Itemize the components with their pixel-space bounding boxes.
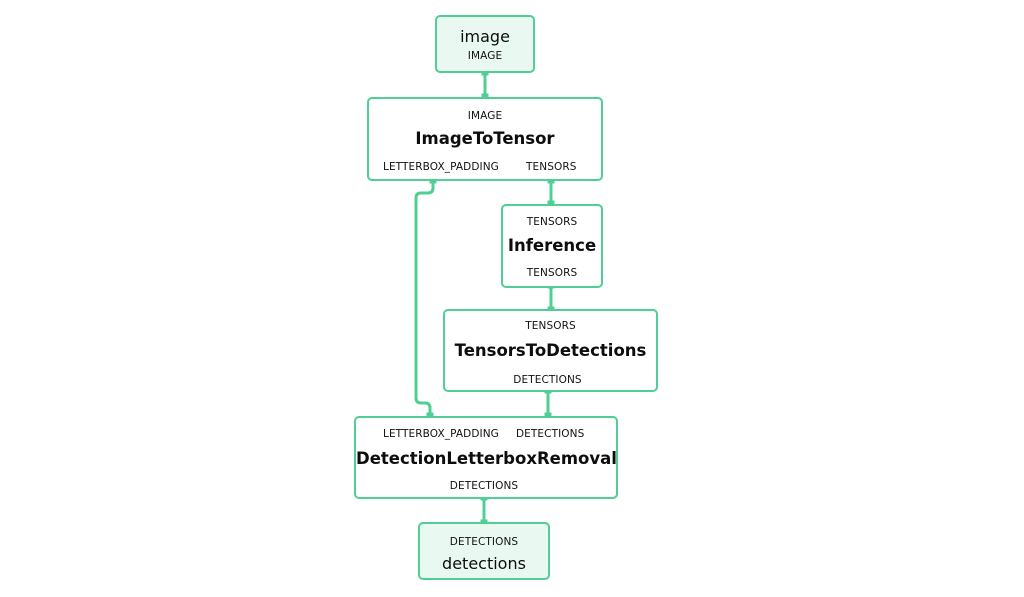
node-image-to-tensor-tensors-label: TENSORS [526, 161, 577, 173]
node-image[interactable]: image IMAGE [435, 15, 535, 73]
node-inference[interactable]: TENSORS Inference TENSORS [501, 204, 603, 288]
node-detections[interactable]: DETECTIONS detections [418, 522, 550, 580]
node-image-output-label: IMAGE [467, 50, 503, 62]
node-image-title: image [460, 27, 510, 46]
node-inference-title: Inference [507, 236, 597, 255]
node-letterbox-removal-output-label: DETECTIONS [449, 480, 519, 492]
node-inference-input-label: TENSORS [526, 216, 578, 228]
node-letterbox-removal-title: DetectionLetterboxRemoval [356, 449, 617, 468]
node-image-to-tensor-input-label: IMAGE [467, 110, 503, 122]
node-detections-title: detections [442, 554, 526, 573]
node-detections-input-label: DETECTIONS [449, 536, 519, 548]
node-letterbox-removal-detections-input-label: DETECTIONS [516, 428, 585, 440]
edge-letterbox-padding [414, 178, 435, 418]
node-image-to-tensor-padding-label: LETTERBOX_PADDING [383, 161, 499, 173]
node-tensors-to-detections-input-label: TENSORS [525, 320, 576, 332]
node-image-to-tensor-title: ImageToTensor [415, 129, 555, 148]
node-detection-letterbox-removal[interactable]: LETTERBOX_PADDING DETECTIONS DetectionLe… [354, 416, 618, 499]
node-inference-output-label: TENSORS [526, 267, 578, 279]
node-tensors-to-detections[interactable]: TENSORS TensorsToDetections DETECTIONS [443, 309, 658, 392]
node-tensors-to-detections-title: TensorsToDetections [454, 341, 647, 360]
node-image-to-tensor[interactable]: IMAGE ImageToTensor LETTERBOX_PADDING TE… [367, 97, 603, 181]
node-tensors-to-detections-output-label: DETECTIONS [513, 374, 582, 386]
node-letterbox-removal-padding-label: LETTERBOX_PADDING [383, 428, 499, 440]
